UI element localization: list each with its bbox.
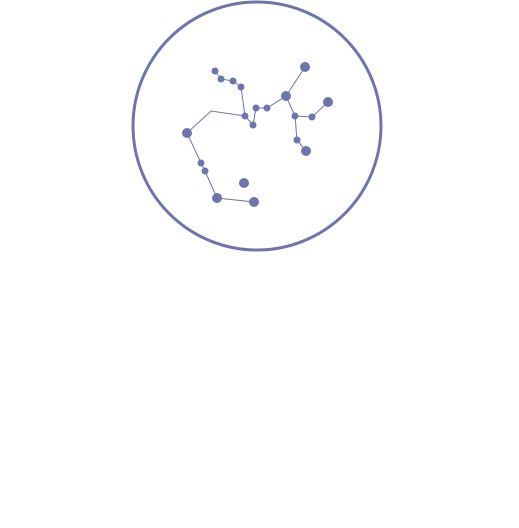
star-dot <box>182 128 192 138</box>
star-dot <box>211 67 219 75</box>
star-dot <box>263 104 271 112</box>
star-dot <box>237 83 245 91</box>
star-dot <box>252 104 260 112</box>
star-dot <box>212 193 222 203</box>
emblem-ring <box>131 0 383 252</box>
star-dot <box>249 121 257 129</box>
star-dot <box>201 167 209 175</box>
star-dot <box>293 136 301 144</box>
constellation-line <box>214 66 306 127</box>
constellation-line <box>294 115 307 152</box>
star-dot <box>323 97 333 107</box>
star-dot <box>301 146 311 156</box>
star-dot <box>229 77 237 85</box>
constellation-line <box>285 95 329 118</box>
constellation-stars <box>182 62 333 207</box>
star-dot <box>239 178 249 188</box>
star-dot <box>308 113 316 121</box>
star-dot <box>217 75 225 83</box>
constellation-line <box>186 110 255 203</box>
star-dot <box>291 112 299 120</box>
constellation-lines <box>186 66 329 203</box>
star-dot <box>281 91 291 101</box>
star-dot <box>300 62 310 72</box>
star-dot <box>197 159 205 167</box>
star-dot <box>241 112 249 120</box>
star-dot <box>249 197 259 207</box>
